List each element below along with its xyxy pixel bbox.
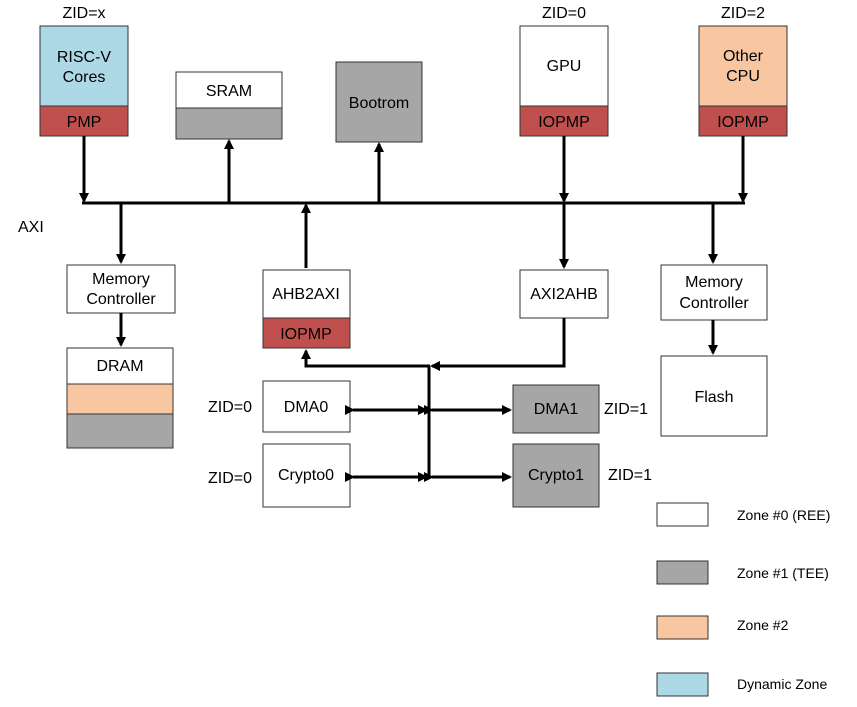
legend-swatch-dynamic <box>656 672 709 697</box>
sram-label: SRAM <box>206 83 252 100</box>
dma1-body <box>512 384 600 434</box>
memory-controller-left-line1: Memory <box>92 271 150 288</box>
other-cpu-iopmp-label: IOPMP <box>717 114 769 131</box>
risc-v-zid-label: ZID=x <box>62 5 105 22</box>
axi-bus-label: AXI <box>18 219 44 236</box>
memory-controller-left-body <box>66 264 176 314</box>
sram-block: SRAM <box>175 71 283 140</box>
legend-label-dynamic: Dynamic Zone <box>737 676 827 692</box>
flash-label: Flash <box>694 389 733 406</box>
other-cpu-label-line2: CPU <box>726 68 760 85</box>
dram-tee-region <box>66 413 174 449</box>
dma0-body <box>262 380 351 433</box>
flash-block: Flash <box>660 355 768 437</box>
legend-item-dynamic: Dynamic Zone <box>656 672 827 697</box>
pmp-label: PMP <box>67 114 102 131</box>
memory-controller-right-body <box>660 264 768 321</box>
crypto1-label: Crypto1 <box>528 467 584 484</box>
legend-swatch-zone0 <box>656 502 709 527</box>
gpu-label: GPU <box>547 58 582 75</box>
risc-v-cores-block: RISC-V Cores PMP <box>39 25 129 137</box>
legend-item-zone1: Zone #1 (TEE) <box>656 560 829 585</box>
other-cpu-body <box>698 25 788 107</box>
risc-v-cores-label-line2: Cores <box>63 69 106 86</box>
crypto1-zid-label: ZID=1 <box>608 467 652 484</box>
other-cpu-zid-label: ZID=2 <box>721 5 765 22</box>
other-cpu-iopmp-bar <box>698 105 788 137</box>
dram-body <box>66 347 174 385</box>
dma0-block: DMA0 <box>262 380 351 433</box>
legend-item-zone2: Zone #2 <box>656 615 789 640</box>
sram-tee-region <box>175 107 283 140</box>
memory-controller-left-block: Memory Controller <box>66 264 176 314</box>
axi2ahb-body <box>519 269 609 319</box>
ahb2axi-iopmp-bar <box>262 317 351 349</box>
risc-v-cores-body <box>39 25 129 107</box>
crypto1-body <box>512 443 600 508</box>
dram-block: DRAM <box>66 347 174 449</box>
gpu-iopmp-label: IOPMP <box>538 114 590 131</box>
legend-swatch-zone2 <box>656 615 709 640</box>
risc-v-cores-label-line1: RISC-V <box>57 49 112 66</box>
legend: Zone #0 (REE) Zone #1 (TEE) Zone #2 Dyna… <box>656 502 830 697</box>
ahb2axi-iopmp-label: IOPMP <box>280 326 332 343</box>
memory-controller-right-line2: Controller <box>679 295 749 312</box>
dma0-label: DMA0 <box>284 399 329 416</box>
flash-body <box>660 355 768 437</box>
crypto0-block: Crypto0 <box>262 443 351 508</box>
ahb2axi-block: AHB2AXI IOPMP <box>262 269 351 349</box>
dma1-zid-label: ZID=1 <box>604 401 648 418</box>
legend-swatch-zone1 <box>656 560 709 585</box>
sram-body <box>175 71 283 109</box>
legend-label-zone0: Zone #0 (REE) <box>737 507 830 523</box>
bootrom-block: Bootrom <box>335 61 423 143</box>
dma0-zid-label: ZID=0 <box>208 399 252 416</box>
other-cpu-label-line1: Other <box>723 48 764 65</box>
ahb2axi-label: AHB2AXI <box>272 286 340 303</box>
memory-controller-right-block: Memory Controller <box>660 264 768 321</box>
bootrom-label: Bootrom <box>349 95 409 112</box>
axi2ahb-label: AXI2AHB <box>530 286 598 303</box>
pmp-bar <box>39 105 129 137</box>
bootrom-body <box>335 61 423 143</box>
gpu-block: GPU IOPMP <box>519 25 609 137</box>
crypto0-label: Crypto0 <box>278 467 334 484</box>
dram-zone2-region <box>66 383 174 415</box>
crypto0-body <box>262 443 351 508</box>
legend-label-zone2: Zone #2 <box>737 617 789 633</box>
memory-controller-right-line1: Memory <box>685 274 743 291</box>
memory-controller-left-line2: Controller <box>86 291 156 308</box>
legend-label-zone1: Zone #1 (TEE) <box>737 565 829 581</box>
axi2ahb-block: AXI2AHB <box>519 269 609 319</box>
legend-item-zone0: Zone #0 (REE) <box>656 502 830 527</box>
dma1-label: DMA1 <box>534 401 579 418</box>
axi2ahb-to-ahb-path <box>433 318 566 368</box>
crypto0-zid-label: ZID=0 <box>208 470 252 487</box>
ahb2axi-body <box>262 269 351 319</box>
dma1-block: DMA1 <box>512 384 600 434</box>
ahb-to-ahb2axi-path <box>301 349 430 368</box>
crypto1-block: Crypto1 <box>512 443 600 508</box>
other-cpu-block: Other CPU IOPMP <box>698 25 788 137</box>
gpu-body <box>519 25 609 107</box>
gpu-zid-label: ZID=0 <box>542 5 586 22</box>
dram-label: DRAM <box>96 358 143 375</box>
